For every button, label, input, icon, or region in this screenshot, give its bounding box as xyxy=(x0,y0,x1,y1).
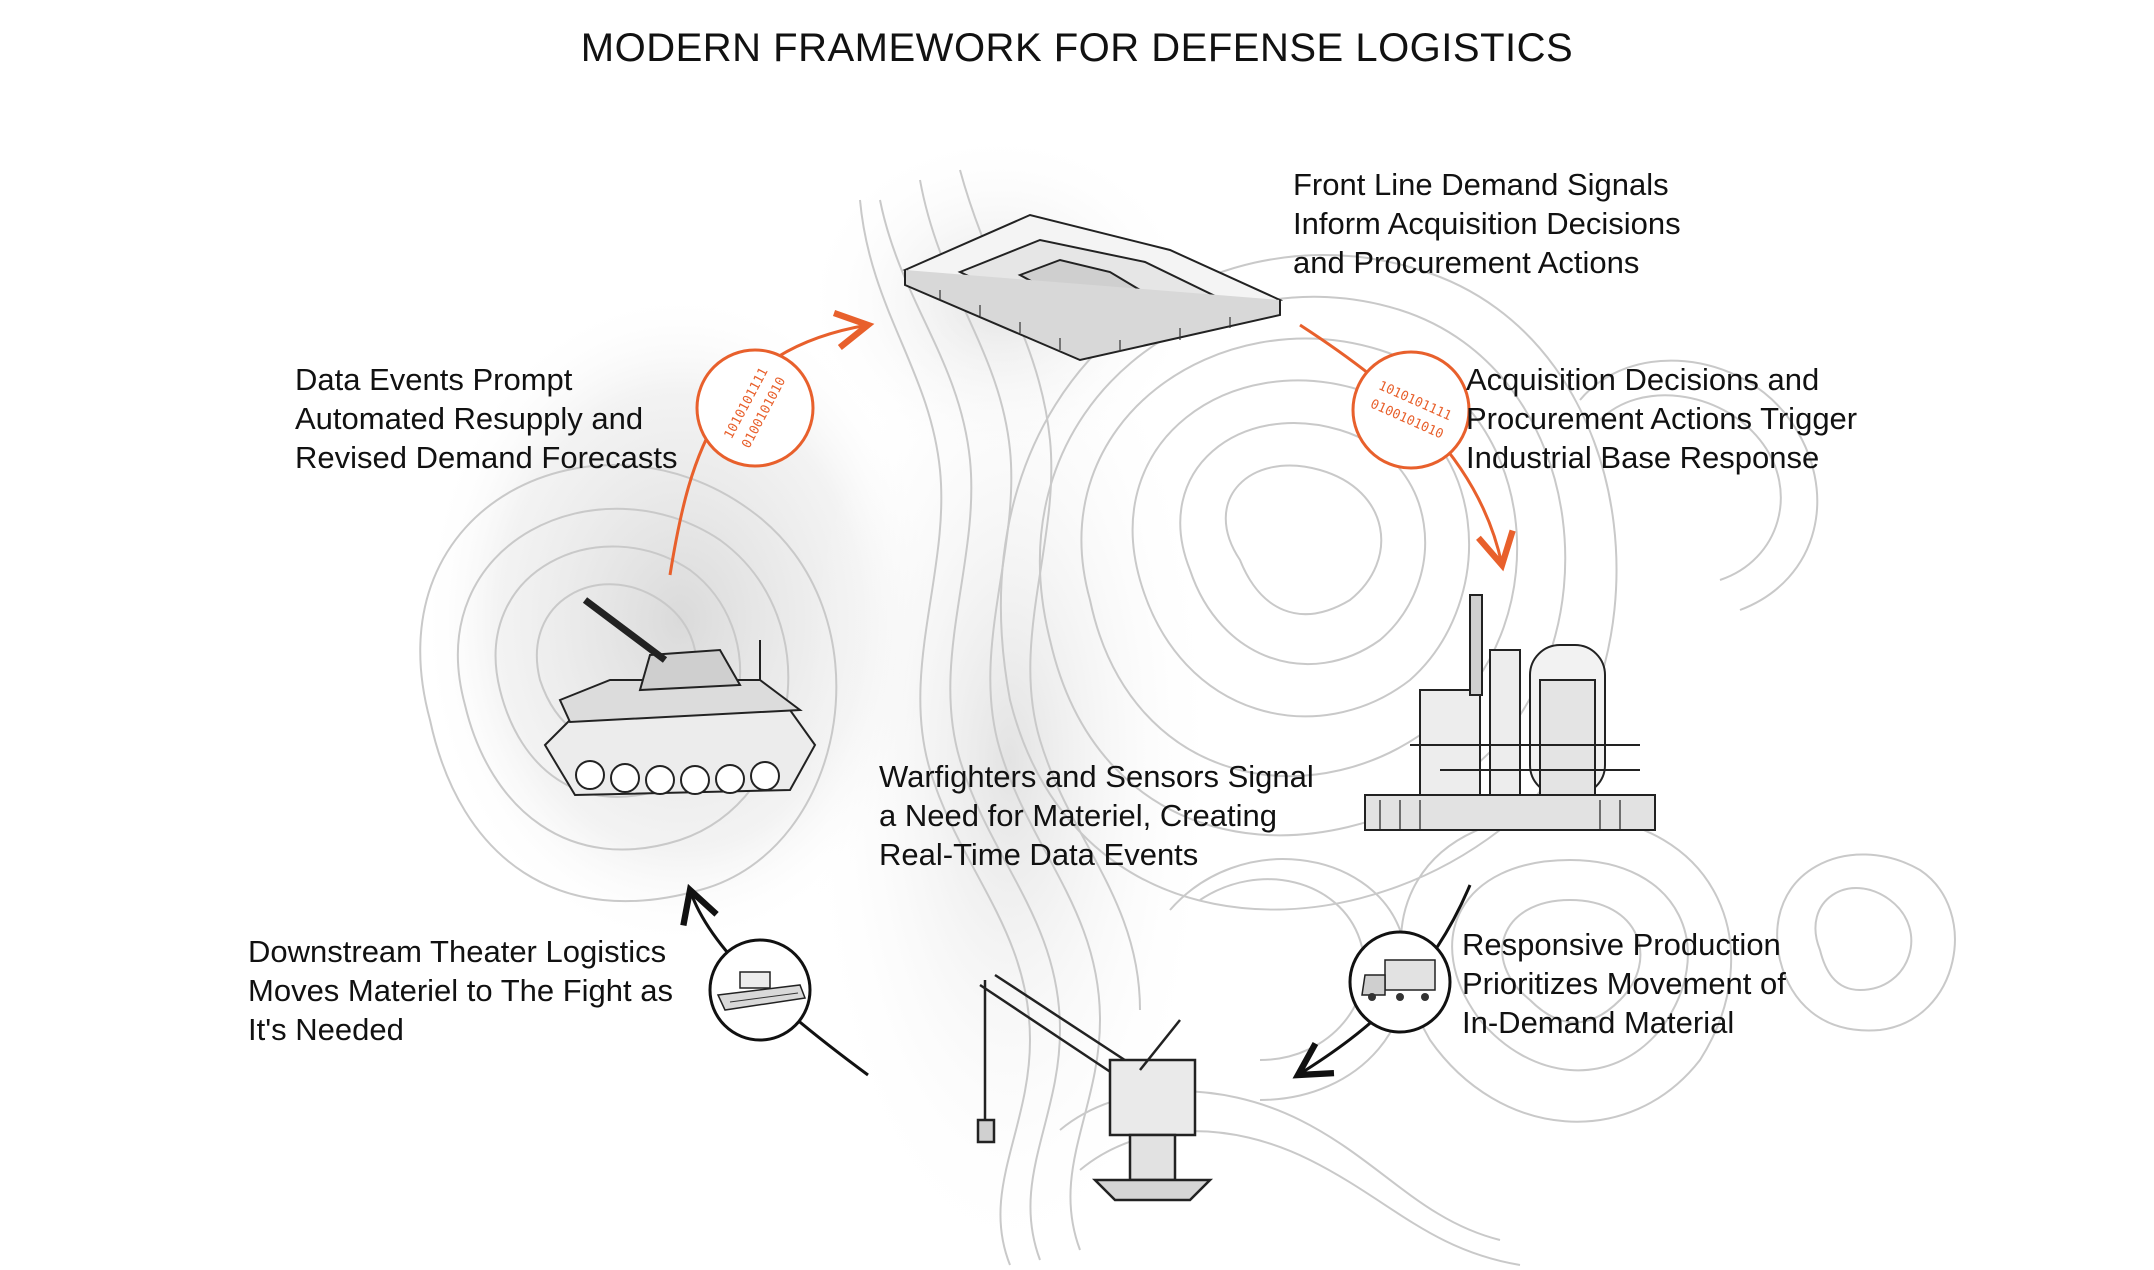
binary-data-icon: 1010101111 0100101010 xyxy=(1351,350,1471,470)
caption-line: Data Events Prompt xyxy=(295,362,573,397)
caption-line: Prioritizes Movement of xyxy=(1462,966,1786,1001)
caption-line: Automated Resupply and xyxy=(295,401,644,436)
page-title: MODERN FRAMEWORK FOR DEFENSE LOGISTICS xyxy=(580,26,1574,70)
factory-icon xyxy=(1364,594,1656,831)
crane-icon xyxy=(976,973,1214,1202)
caption-line: Moves Materiel to The Fight as xyxy=(248,973,673,1008)
caption-production: Responsive Production Prioritizes Moveme… xyxy=(1462,925,1786,1042)
caption-line: and Procurement Actions xyxy=(1293,245,1640,280)
caption-data-events: Data Events Prompt Automated Resupply an… xyxy=(295,360,678,477)
caption-line: Inform Acquisition Decisions xyxy=(1293,206,1681,241)
tank-icon xyxy=(543,597,817,797)
terrain-background xyxy=(420,130,1220,1270)
caption-theater: Downstream Theater Logistics Moves Mater… xyxy=(248,932,673,1049)
landing-craft-icon xyxy=(708,938,812,1042)
caption-line: In-Demand Material xyxy=(1462,1005,1735,1040)
caption-front-line: Front Line Demand Signals Inform Acquisi… xyxy=(1293,165,1681,282)
caption-acquisition: Acquisition Decisions and Procurement Ac… xyxy=(1466,360,1857,477)
caption-line: Front Line Demand Signals xyxy=(1293,167,1669,202)
caption-line: Warfighters and Sensors Signal xyxy=(879,759,1314,794)
pentagon-building-icon xyxy=(902,213,1284,362)
caption-line: a Need for Materiel, Creating xyxy=(879,798,1278,833)
caption-line: Real-Time Data Events xyxy=(879,837,1199,872)
caption-line: Procurement Actions Trigger xyxy=(1466,401,1858,436)
caption-line: Acquisition Decisions and xyxy=(1466,362,1820,397)
caption-line: It's Needed xyxy=(248,1012,404,1047)
caption-line: Revised Demand Forecasts xyxy=(295,440,678,475)
binary-data-icon: 1010101111 0100101010 xyxy=(695,348,815,468)
semi-truck-icon xyxy=(1348,930,1452,1034)
caption-warfighters: Warfighters and Sensors Signal a Need fo… xyxy=(879,757,1314,874)
caption-line: Responsive Production xyxy=(1462,927,1781,962)
caption-line: Downstream Theater Logistics xyxy=(248,934,667,969)
caption-line: Industrial Base Response xyxy=(1466,440,1820,475)
